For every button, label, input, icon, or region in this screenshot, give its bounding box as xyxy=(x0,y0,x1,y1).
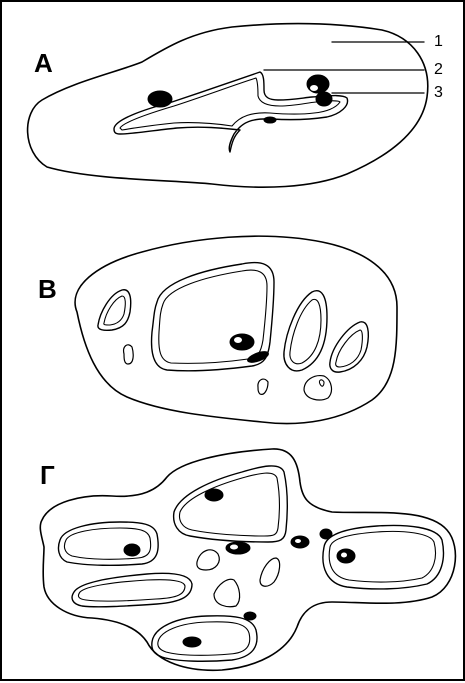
panel-a-drawing xyxy=(28,24,428,188)
callout-label-2: 2 xyxy=(434,62,443,78)
panel-a-nucleus-1 xyxy=(148,91,172,107)
panel-g-drawing xyxy=(40,449,455,670)
panel-g-nucleus-2 xyxy=(124,544,140,556)
callout-label-3: 3 xyxy=(434,85,443,101)
panel-a-outer-cell xyxy=(28,24,428,188)
panel-g-nucleus-1 xyxy=(205,489,223,501)
panel-g-nucleus-7 xyxy=(183,637,201,647)
panel-g-nucleus-8 xyxy=(244,612,256,620)
panel-a-nucleus-3 xyxy=(316,92,332,106)
panel-a-nucleus-4 xyxy=(264,117,276,123)
panel-label-g: Г xyxy=(40,462,55,488)
panel-g-nucleus-5 xyxy=(320,529,332,539)
panel-b-nucleus-2 xyxy=(246,349,269,364)
panel-b-nucleus-1 xyxy=(230,334,254,350)
panel-g-top-vacuole xyxy=(174,466,288,542)
panel-b-drawing xyxy=(75,236,397,423)
panel-label-b: B xyxy=(38,276,57,302)
panel-label-a: A xyxy=(34,50,53,76)
callout-label-1: 1 xyxy=(434,34,443,50)
panel-g-nucleus-3 xyxy=(226,542,250,554)
panel-g-lower-left-vacuole xyxy=(72,573,192,607)
panel-a-nucleus-2 xyxy=(307,75,329,93)
